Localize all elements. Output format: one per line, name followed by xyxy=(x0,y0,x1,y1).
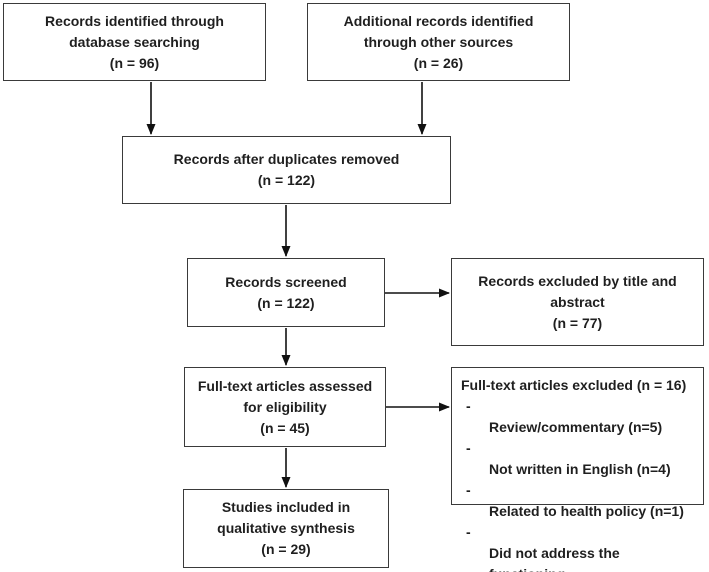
exclusion-reason-text: Did not address the functioning of MDMs … xyxy=(489,545,620,572)
box-records-identified-text: Records identified through database sear… xyxy=(45,12,224,71)
exclusion-reason-item: - Did not address the functioning of MDMs… xyxy=(466,522,699,572)
box-fulltext-assessed: Full-text articles assessed for eligibil… xyxy=(184,367,386,447)
box-additional-records-text: Additional records identified through ot… xyxy=(343,12,534,71)
box-studies-included-text: Studies included in qualitative synthesi… xyxy=(217,499,355,557)
box-studies-included: Studies included in qualitative synthesi… xyxy=(183,489,389,568)
exclusion-reason-text: Not written in English (n=4) xyxy=(489,461,671,477)
exclusion-reason-item: - Related to health policy (n=1) xyxy=(466,480,699,522)
bullet-dash-icon: - xyxy=(466,398,471,414)
exclusion-reason-item: - Not written in English (n=4) xyxy=(466,438,699,480)
exclusion-reason-text: Review/commentary (n=5) xyxy=(489,419,663,435)
box-excluded-title-abstract-text: Records excluded by title and abstract (… xyxy=(478,272,677,331)
bullet-dash-icon: - xyxy=(466,482,471,498)
box-fulltext-excluded: Full-text articles excluded (n = 16) - Re… xyxy=(451,367,704,572)
box-fulltext-assessed-text: Full-text articles assessed for eligibil… xyxy=(197,377,373,436)
exclusion-reason-text: Related to health policy (n=1) xyxy=(489,503,684,519)
box-duplicates-removed-text: Records after duplicates removed (n = 12… xyxy=(173,151,400,188)
box-records-screened-text: Records screened (n = 122) xyxy=(225,273,347,311)
box-fulltext-excluded-title: Full-text articles excluded (n = 16) xyxy=(461,377,687,393)
bullet-dash-icon: - xyxy=(466,524,471,540)
bullet-dash-icon: - xyxy=(466,440,471,456)
box-records-identified: Records identified through database sear… xyxy=(3,3,266,81)
box-excluded-title-abstract: Records excluded by title and abstract (… xyxy=(451,258,704,346)
box-records-screened: Records screened (n = 122) xyxy=(187,258,385,327)
box-duplicates-removed: Records after duplicates removed (n = 12… xyxy=(122,136,451,204)
box-additional-records: Additional records identified through ot… xyxy=(307,3,570,81)
fulltext-excluded-reasons-list: - Review/commentary (n=5) - Not written in… xyxy=(452,396,699,572)
exclusion-reason-item: - Review/commentary (n=5) xyxy=(466,396,699,438)
